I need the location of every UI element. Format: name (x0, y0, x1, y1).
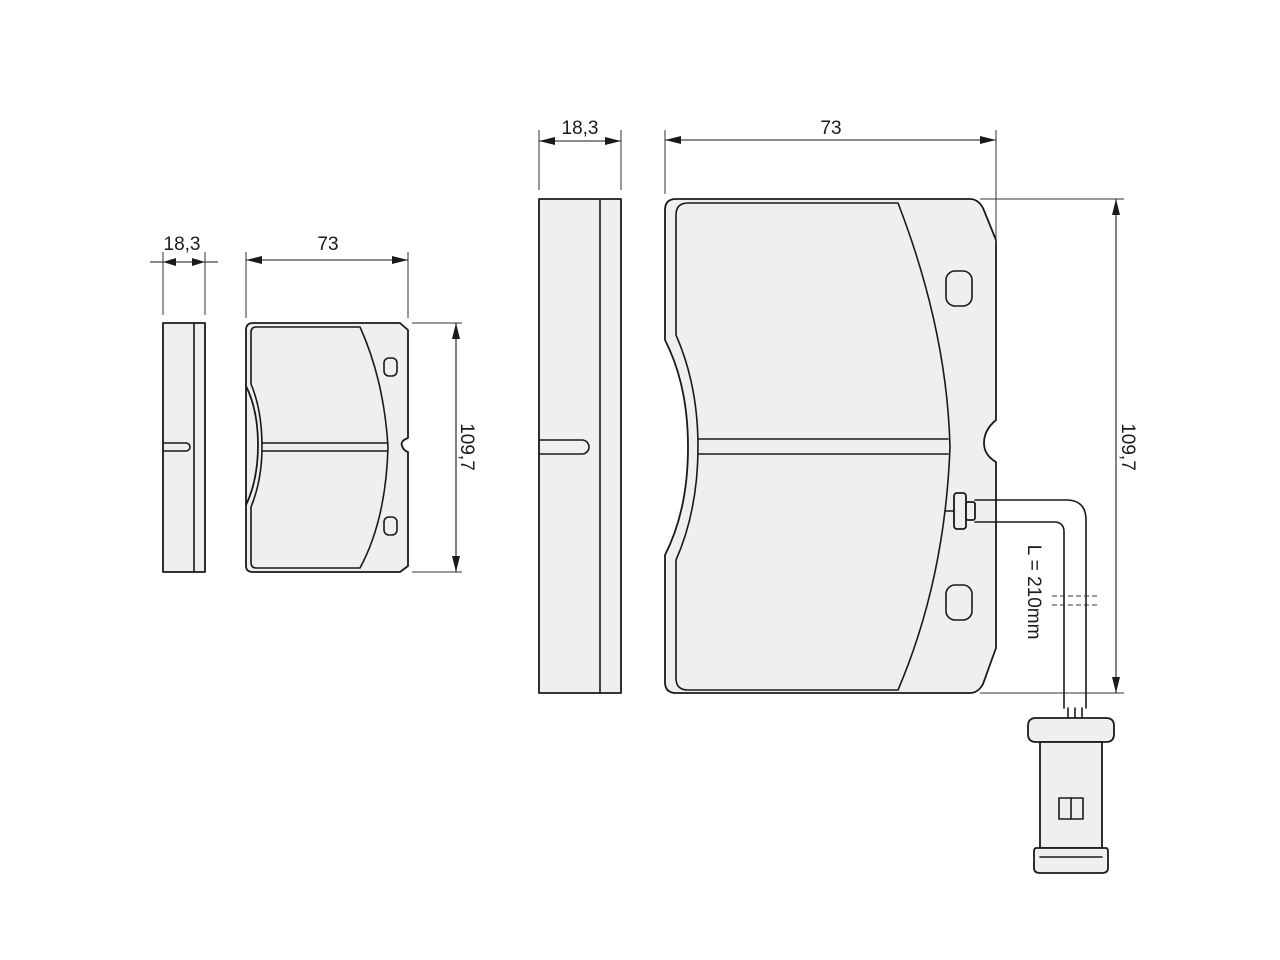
large-width-label: 73 (820, 118, 841, 139)
small-hole-bottom (383, 516, 398, 536)
small-width-label: 73 (317, 234, 338, 255)
small-width-dimension: 73 (245, 234, 409, 318)
large-hole-bottom (945, 584, 973, 621)
sensor-clip (953, 492, 967, 530)
small-height-label: 109,7 (456, 423, 477, 471)
wear-sensor-wire: L = 210mm (945, 492, 1098, 719)
large-thickness-dimension: 18,3 (538, 118, 622, 190)
large-thickness-label: 18,3 (562, 118, 599, 139)
small-hole-top (383, 357, 398, 377)
large-height-dimension: 109,7 (980, 198, 1138, 694)
small-front-view (245, 322, 409, 573)
large-side-view (538, 198, 622, 694)
large-height-label: 109,7 (1117, 423, 1138, 471)
small-view: 18,3 73 109,7 (150, 234, 477, 573)
small-thickness-dimension: 18,3 (150, 234, 218, 315)
large-width-dimension: 73 (664, 118, 997, 246)
small-height-dimension: 109,7 (412, 322, 477, 573)
small-thickness-label: 18,3 (164, 234, 201, 255)
large-view: 18,3 73 109,7 (538, 118, 1138, 874)
large-hole-top (945, 270, 973, 307)
wire-length-label: L = 210mm (1023, 545, 1044, 640)
large-front-view (664, 198, 997, 694)
sensor-connector (1027, 717, 1115, 874)
small-side-view (162, 322, 206, 573)
